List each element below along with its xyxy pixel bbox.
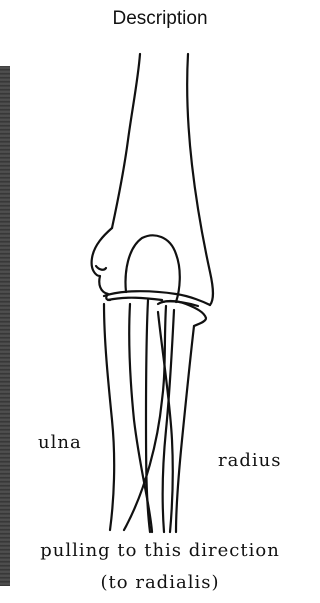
- radius-label: radius: [218, 450, 281, 471]
- humerus-left-outline: [112, 54, 140, 228]
- ulna-inner-line: [129, 304, 152, 532]
- direction-caption-sub: (to radialis): [0, 572, 320, 593]
- radius-outline-right: [176, 326, 194, 532]
- ulna-label: ulna: [38, 432, 82, 453]
- epicondyle-detail: [96, 266, 106, 270]
- ulna-outline-left: [104, 304, 114, 530]
- joint-line-lower: [108, 298, 162, 300]
- humerus-right-outline: [187, 54, 213, 305]
- direction-caption: pulling to this direction: [0, 540, 320, 561]
- medial-epicondyle-outline: [92, 228, 112, 300]
